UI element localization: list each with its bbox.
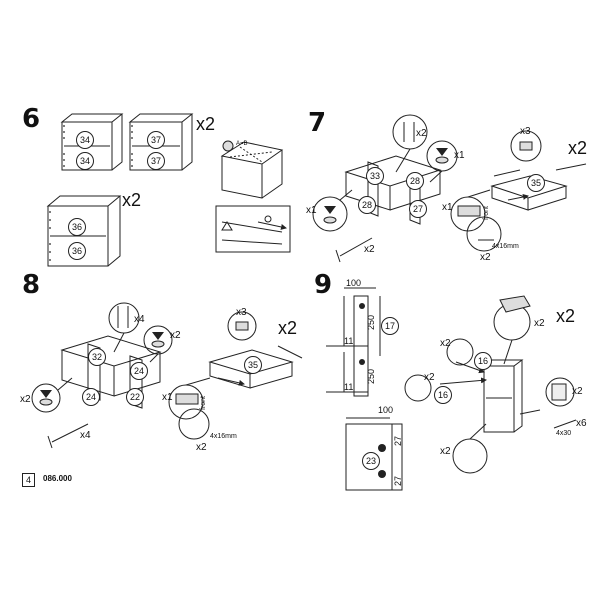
part-35: 35 bbox=[527, 174, 545, 192]
step-8-cam-qty: x2 bbox=[170, 330, 181, 341]
part-24-a: 24 bbox=[130, 362, 148, 380]
page-number: 4 bbox=[22, 473, 35, 487]
step-8-rail-qty: x1 bbox=[162, 392, 173, 403]
part-36-top: 36 bbox=[68, 218, 86, 236]
part-35-s8: 35 bbox=[244, 356, 262, 374]
part-37-bottom: 37 bbox=[147, 152, 165, 170]
step-6-multiplier-b: x2 bbox=[122, 190, 142, 210]
part-33: 33 bbox=[366, 167, 384, 185]
part-24-b: 24 bbox=[82, 388, 100, 406]
part-28-a: 28 bbox=[406, 172, 424, 190]
step-7-top-qty: x2 bbox=[416, 128, 427, 139]
product-code: 086.000 bbox=[43, 474, 72, 483]
step-7-rail-qty: x1 bbox=[442, 202, 453, 213]
part-16-b: 16 bbox=[434, 386, 452, 404]
measure-note: A=B bbox=[236, 141, 248, 147]
step-7-screw-size: 4x16mm bbox=[492, 243, 519, 250]
step-8-dowel-qty: x3 bbox=[236, 307, 247, 318]
step-9-hinge-qty: x2 bbox=[534, 318, 545, 329]
dim-11-a: 11 bbox=[344, 336, 354, 346]
step-9-bottom-qty: x2 bbox=[440, 446, 451, 457]
part-23: 23 bbox=[362, 452, 380, 470]
part-16-a: 16 bbox=[474, 352, 492, 370]
part-34-top: 34 bbox=[76, 131, 94, 149]
step-9-bracket-qty: x2 bbox=[572, 386, 583, 397]
dim-27-b: 27 bbox=[393, 475, 403, 486]
step-8-screw-qty: x2 bbox=[196, 442, 207, 453]
step-9-number: 9 bbox=[314, 270, 333, 300]
step-7-number: 7 bbox=[308, 108, 327, 138]
step-7-dowel-qty: x3 bbox=[520, 126, 531, 137]
dim-250-b: 250 bbox=[366, 368, 376, 384]
step-9-plate-qty-2: x2 bbox=[424, 372, 435, 383]
step-7-left-qty: x1 bbox=[306, 205, 317, 216]
step-8-left-qty: x2 bbox=[20, 394, 31, 405]
dim-11-b: 11 bbox=[344, 382, 354, 392]
part-32: 32 bbox=[88, 348, 106, 366]
step-8-screw-left-qty: x4 bbox=[80, 430, 91, 441]
dim-250-a: 250 bbox=[366, 314, 376, 330]
step-9-screw-qty: x6 bbox=[576, 418, 587, 429]
dim-27-a: 27 bbox=[393, 435, 403, 446]
step-9-screw-size: 4x30 bbox=[556, 430, 572, 437]
dim-100-bottom: 100 bbox=[378, 405, 394, 415]
step-6-multiplier-a: x2 bbox=[196, 114, 216, 134]
step-7-screw-left-qty: x2 bbox=[364, 244, 375, 255]
step-8-multiplier: x2 bbox=[278, 318, 298, 338]
part-34-bottom: 34 bbox=[76, 152, 94, 170]
step-8-number: 8 bbox=[22, 270, 41, 300]
part-28-b: 28 bbox=[358, 196, 376, 214]
part-37-top: 37 bbox=[147, 131, 165, 149]
step-9-plate-qty-1: x2 bbox=[440, 338, 451, 349]
part-36-bottom: 36 bbox=[68, 242, 86, 260]
part-22: 22 bbox=[126, 388, 144, 406]
part-27: 27 bbox=[409, 200, 427, 218]
step-7-screw-qty: x2 bbox=[480, 252, 491, 263]
step-9-multiplier: x2 bbox=[556, 306, 576, 326]
step-8-top-qty: x4 bbox=[134, 314, 145, 325]
step-7-cam-qty: x1 bbox=[454, 150, 465, 161]
step-7-multiplier: x2 bbox=[568, 138, 588, 158]
dim-100-top: 100 bbox=[346, 278, 362, 288]
step-8-screw-size: 4x16mm bbox=[210, 433, 237, 440]
part-17: 17 bbox=[381, 317, 399, 335]
step-6-number: 6 bbox=[22, 104, 41, 134]
